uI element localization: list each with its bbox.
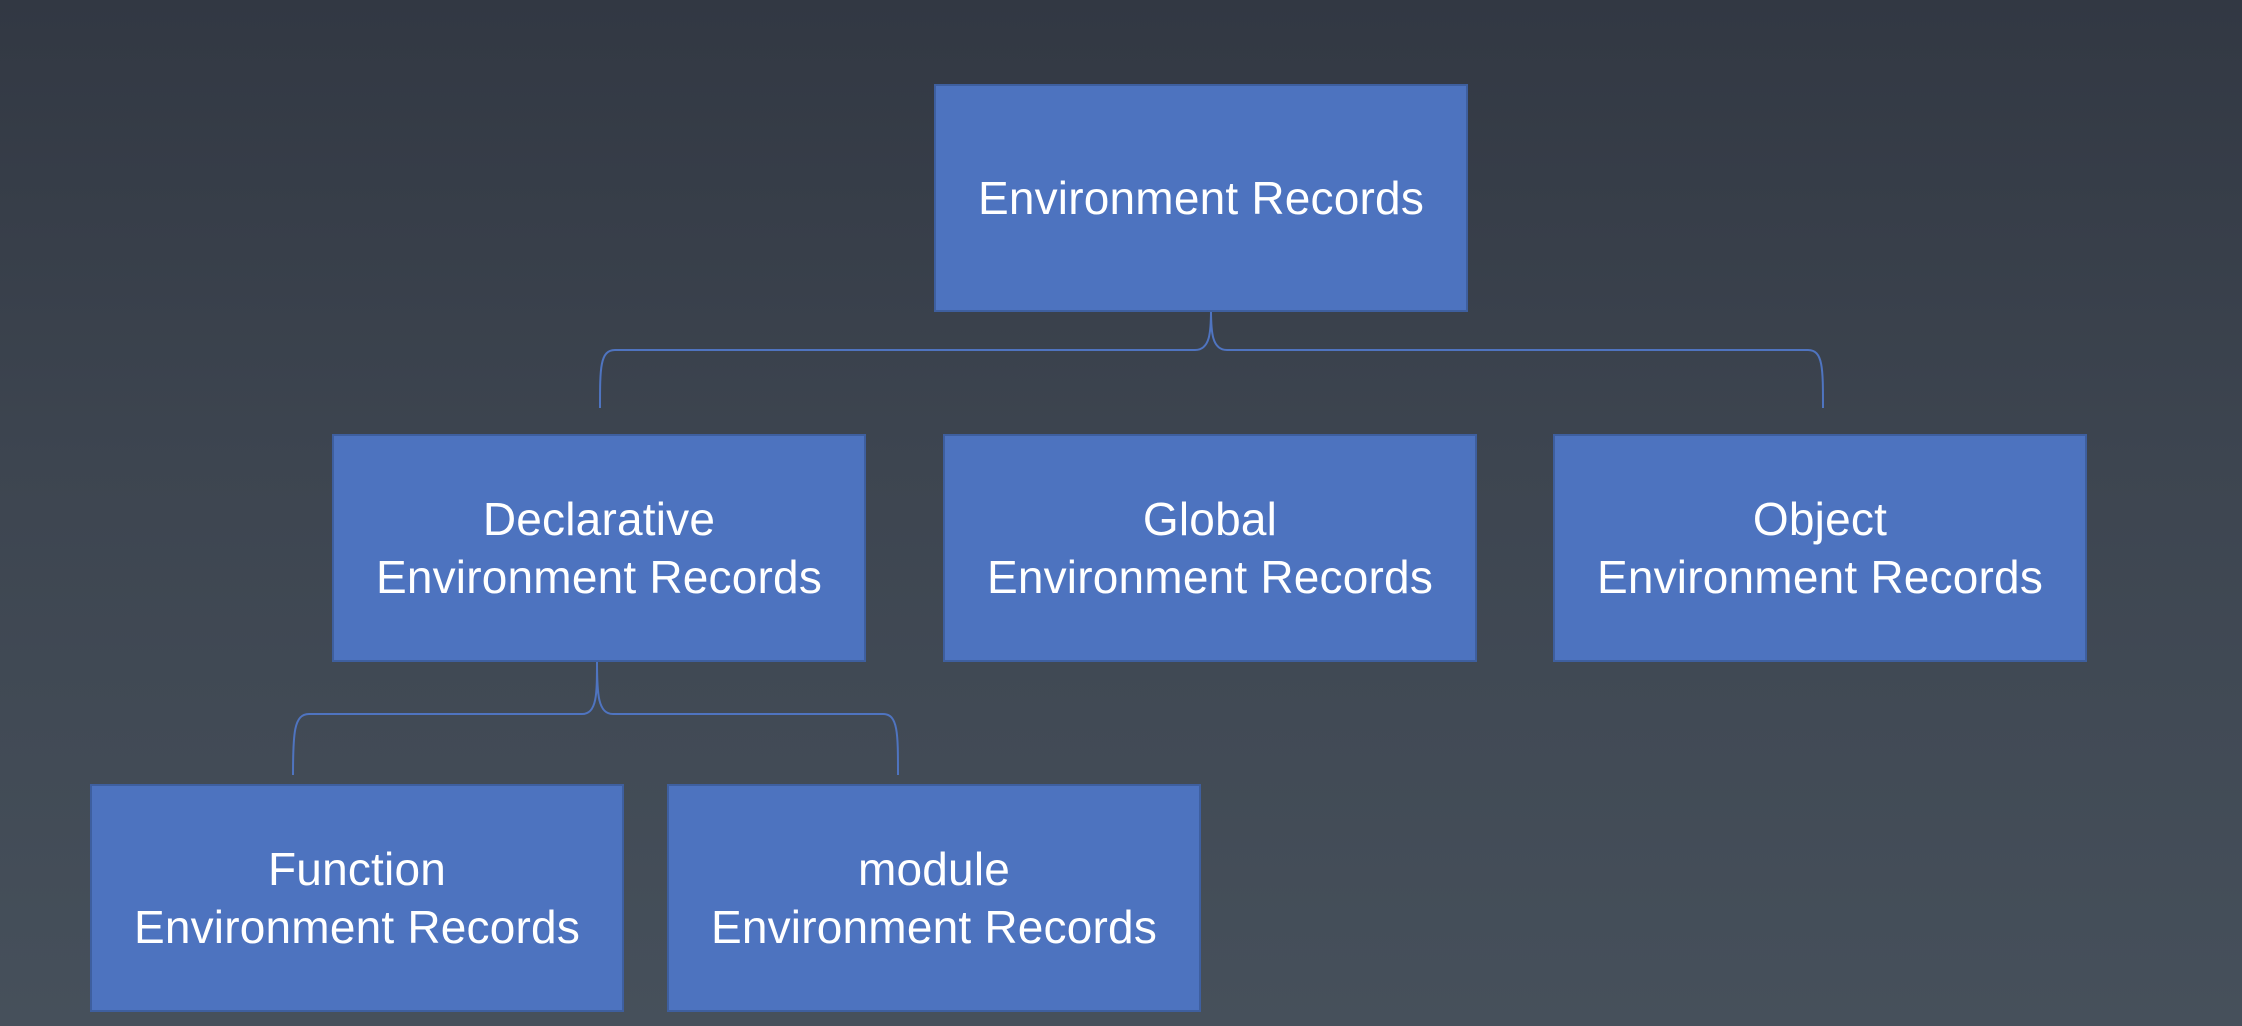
node-label-line: Environment Records <box>375 551 823 603</box>
node-label-line: Environment Records <box>710 901 1158 953</box>
object-environment-records-node: Object Environment Records <box>1553 434 2087 662</box>
declarative-environment-records-node: Declarative Environment Records <box>332 434 866 662</box>
node-label-line: Environment Records <box>986 551 1434 603</box>
node-label-line: Global <box>1142 493 1278 545</box>
global-environment-records-node: Global Environment Records <box>943 434 1477 662</box>
node-label-line: Declarative <box>482 493 716 545</box>
function-environment-records-node: Function Environment Records <box>90 784 624 1012</box>
node-label-line: Environment Records <box>1596 551 2044 603</box>
node-label-line: Function <box>267 843 447 895</box>
declarative-bracket-connector <box>292 661 899 776</box>
module-environment-records-node: module Environment Records <box>667 784 1201 1012</box>
node-label-line: Object <box>1752 493 1888 545</box>
node-label-line: Environment Records <box>133 901 581 953</box>
environment-records-node: Environment Records <box>934 84 1468 312</box>
root-bracket-connector <box>599 309 1824 409</box>
node-label-line: module <box>857 843 1011 895</box>
node-label-line: Environment Records <box>977 172 1425 224</box>
